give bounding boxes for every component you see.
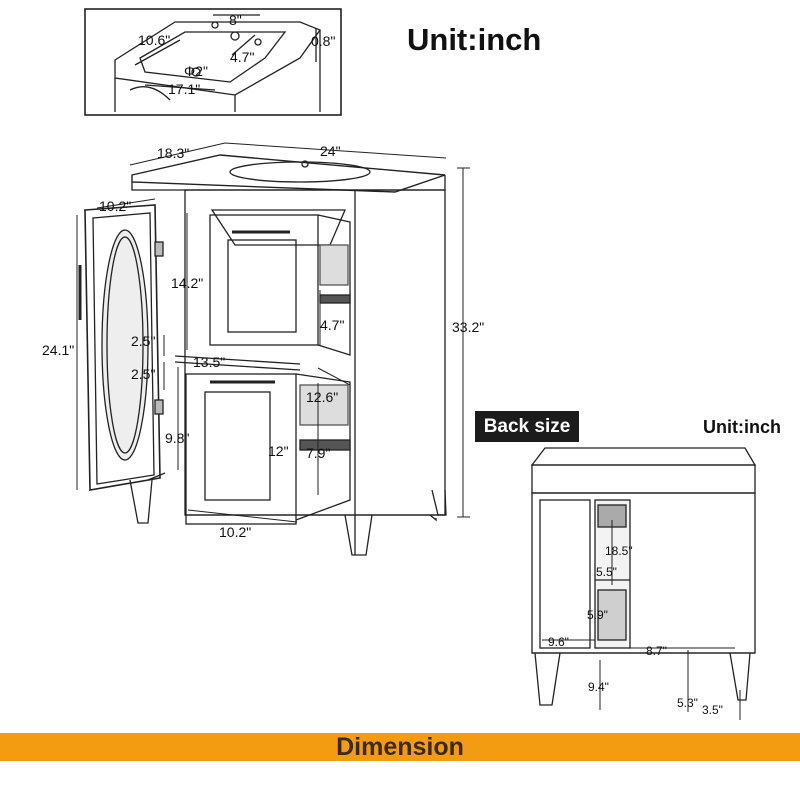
right-width-label: 8.7" <box>646 644 667 658</box>
basin-width-label: 10.6" <box>138 32 171 48</box>
faucet-spacing-label: 8" <box>229 12 242 28</box>
banner-title: Dimension <box>336 732 464 761</box>
leg-height-label: 5.3" <box>677 696 698 710</box>
drain-offset-label: 17.1" <box>168 81 201 97</box>
opening-height-label: 18.5" <box>605 544 633 558</box>
lower-drawer-inner-label: 7.9" <box>306 445 331 461</box>
bottom-gap-label: 9.4" <box>588 680 609 694</box>
lower-opening-label: 9.8" <box>165 430 190 446</box>
unit-title: Unit:inch <box>407 22 542 57</box>
shelf-depth-label: 13.5" <box>193 354 226 370</box>
door-width-label: 10.2" <box>99 198 132 214</box>
dimension-lines <box>76 142 470 523</box>
drawer-depth-label: 12.6" <box>306 389 339 405</box>
gap-a-label: 5.5" <box>596 565 617 579</box>
vanity-front <box>78 154 447 556</box>
gap-b-label: 5.9" <box>587 608 608 622</box>
dimension-banner: Dimension <box>0 733 800 761</box>
upper-opening-label: 14.2" <box>171 275 204 291</box>
back-size-tag: Back size <box>475 411 579 442</box>
vanity-back <box>530 447 757 720</box>
door-height-label: 24.1" <box>42 342 75 358</box>
height-label: 33.2" <box>452 319 485 335</box>
depth-label: 18.3" <box>157 145 190 161</box>
width-label: 24" <box>320 143 341 159</box>
leg-short-label: 3.5" <box>702 703 723 717</box>
lower-drawer-height-label: 12" <box>268 443 289 459</box>
basin-inset <box>84 8 342 116</box>
basin-depth-label: 4.7" <box>230 49 255 65</box>
back-unit-title: Unit:inch <box>703 417 781 437</box>
upper-drawer-label: 4.7" <box>320 317 345 333</box>
shelf-gap-top-label: 2.5" <box>131 333 156 349</box>
drain-diameter-label: Φ2" <box>184 63 208 79</box>
rim-thickness-label: 0.8" <box>311 33 336 49</box>
shelf-gap-bottom-label: 2.5" <box>131 366 156 382</box>
left-width-label: 9.6" <box>548 635 569 649</box>
drawer-width-label: 10.2" <box>219 524 252 540</box>
